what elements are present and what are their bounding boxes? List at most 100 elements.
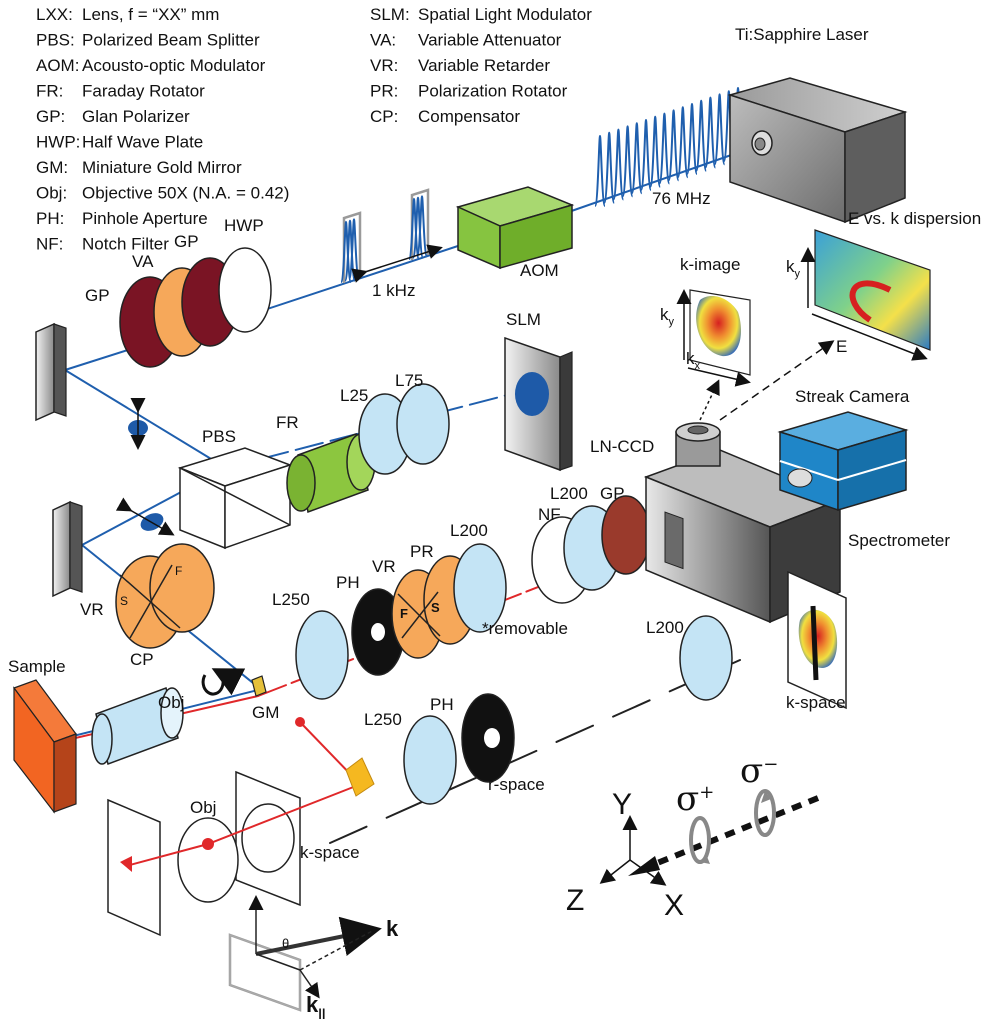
legend-right-entry-desc: Variable Retarder: [418, 56, 550, 75]
pbs-cube: [180, 448, 290, 548]
polarization-indicator-vertical: [128, 410, 148, 447]
k-parallel-label: k||: [306, 992, 326, 1019]
rspace-label: r-space: [488, 775, 545, 794]
ccd-to-kimage-dotted: [700, 382, 718, 420]
legend-left-entry-abbr: NF:: [36, 235, 63, 254]
aom-box: AOM: [458, 187, 572, 280]
legend-left-entry-desc: Miniature Gold Mirror: [82, 158, 242, 177]
ln-ccd-camera: [676, 423, 720, 466]
sigma-minus-label: σ−: [740, 751, 778, 791]
slm-panel: [505, 338, 572, 470]
pulse: [595, 136, 605, 206]
vr-left-label: VR: [80, 600, 104, 619]
legend-right-entry-abbr: CP:: [370, 107, 398, 126]
pulse: [715, 94, 725, 164]
legend-left-entry-abbr: PBS:: [36, 31, 75, 50]
pulse: [613, 130, 623, 200]
legend-right-entry-abbr: SLM:: [370, 5, 410, 24]
l250-low-label: L250: [364, 710, 402, 729]
l200-b-label: L200: [450, 521, 488, 540]
lens-l25-l75: [359, 384, 449, 474]
pulse: [650, 117, 660, 187]
dispersion-label: E vs. k dispersion: [848, 209, 981, 228]
legend-left-entry-abbr: AOM:: [36, 56, 79, 75]
l200-c-label: L200: [646, 618, 684, 637]
pr-s-label: S: [431, 600, 440, 615]
legend-left-entry-desc: Glan Polarizer: [82, 107, 190, 126]
va-label: VA: [132, 252, 154, 271]
rep-rate-label: 76 MHz: [652, 189, 711, 208]
legend-left-entry-desc: Acousto-optic Modulator: [82, 56, 266, 75]
pulse: [641, 120, 651, 190]
ky-label: ky: [660, 305, 675, 328]
legend-left-entry-abbr: PH:: [36, 209, 64, 228]
legend-left-entry-desc: Faraday Rotator: [82, 82, 205, 101]
removable-label: *removable: [482, 619, 568, 638]
legend-left-entry-desc: Half Wave Plate: [82, 133, 203, 152]
pulse: [623, 126, 633, 196]
gp-spec-label: GP: [600, 484, 625, 503]
pulse: [696, 101, 706, 171]
pulse: [669, 110, 679, 180]
hwp-label: HWP: [224, 216, 264, 235]
pulse: [659, 114, 669, 184]
l250-mid-label: L250: [272, 590, 310, 609]
rotation-arrow-icon: [203, 671, 223, 694]
pbs-label: PBS: [202, 427, 236, 446]
e-axis-label: E: [836, 337, 847, 356]
slm-label: SLM: [506, 310, 541, 329]
spectrometer-label: Spectrometer: [848, 531, 950, 550]
legend-right-entry-abbr: VA:: [370, 31, 396, 50]
polarization-indicator-diagonal: [130, 510, 172, 535]
pulse: [678, 107, 688, 177]
axis-x-label: X: [664, 889, 684, 922]
mirror-top-left: [36, 324, 66, 420]
mirror-mid-left: [53, 502, 82, 596]
legend-left-entry-abbr: HWP:: [36, 133, 80, 152]
ti-sapphire-laser: Ti:Sapphire Laser: [730, 25, 905, 222]
laser-label: Ti:Sapphire Laser: [735, 25, 869, 44]
khz-label: 1 kHz: [372, 281, 415, 300]
legend-left-entry-abbr: FR:: [36, 82, 63, 101]
obj-upper-label: Obj: [158, 693, 184, 712]
wp-s-label: S: [120, 594, 128, 608]
nf-label: NF: [538, 505, 561, 524]
l75-label: L75: [395, 371, 423, 390]
lens-l250-lower: [404, 716, 456, 804]
l25-label: L25: [340, 386, 368, 405]
legend-left-entry-desc: Lens, f = “XX” mm: [82, 5, 219, 24]
gp-top1-label: GP: [85, 286, 110, 305]
legend-left-entry-abbr: LXX:: [36, 5, 73, 24]
k-vector-label: k: [386, 916, 399, 941]
kspace-right-label: k-space: [786, 693, 846, 712]
streak-camera: [780, 412, 906, 510]
legend-right-entry-abbr: VR:: [370, 56, 398, 75]
theta-label: θ: [282, 936, 289, 951]
cp-label: CP: [130, 650, 154, 669]
beam-mirror-to-pbs: [65, 370, 226, 468]
sigma-plus-rotation: [691, 818, 710, 864]
legend-left-entry-desc: Notch Filter: [82, 235, 169, 254]
pr-label: PR: [410, 542, 434, 561]
legend-right-entry-desc: Variable Attenuator: [418, 31, 562, 50]
legend-left-entry-desc: Pinhole Aperture: [82, 209, 208, 228]
pr-f-label: F: [400, 606, 408, 621]
k-image-label: k-image: [680, 255, 740, 274]
waveplates-vr-cp: S F: [116, 544, 214, 648]
legend-left-entry-abbr: GM:: [36, 158, 68, 177]
pinhole-lower: [462, 694, 514, 782]
lnccd-label: LN-CCD: [590, 437, 654, 456]
ky2-label: ky: [786, 257, 801, 280]
legend-right-entry-desc: Spatial Light Modulator: [418, 5, 592, 24]
legend-right-entry-desc: Compensator: [418, 107, 520, 126]
legend-right-entry-abbr: PR:: [370, 82, 398, 101]
pulse-train-1khz: [341, 190, 428, 283]
sigma-minus-rotation: [756, 791, 774, 835]
gold-mirror: [252, 676, 266, 696]
l200-a-label: L200: [550, 484, 588, 503]
pulse: [604, 133, 614, 203]
vr-mid-label: VR: [372, 557, 396, 576]
ph-mid-label: PH: [336, 573, 360, 592]
ph-low-label: PH: [430, 695, 454, 714]
